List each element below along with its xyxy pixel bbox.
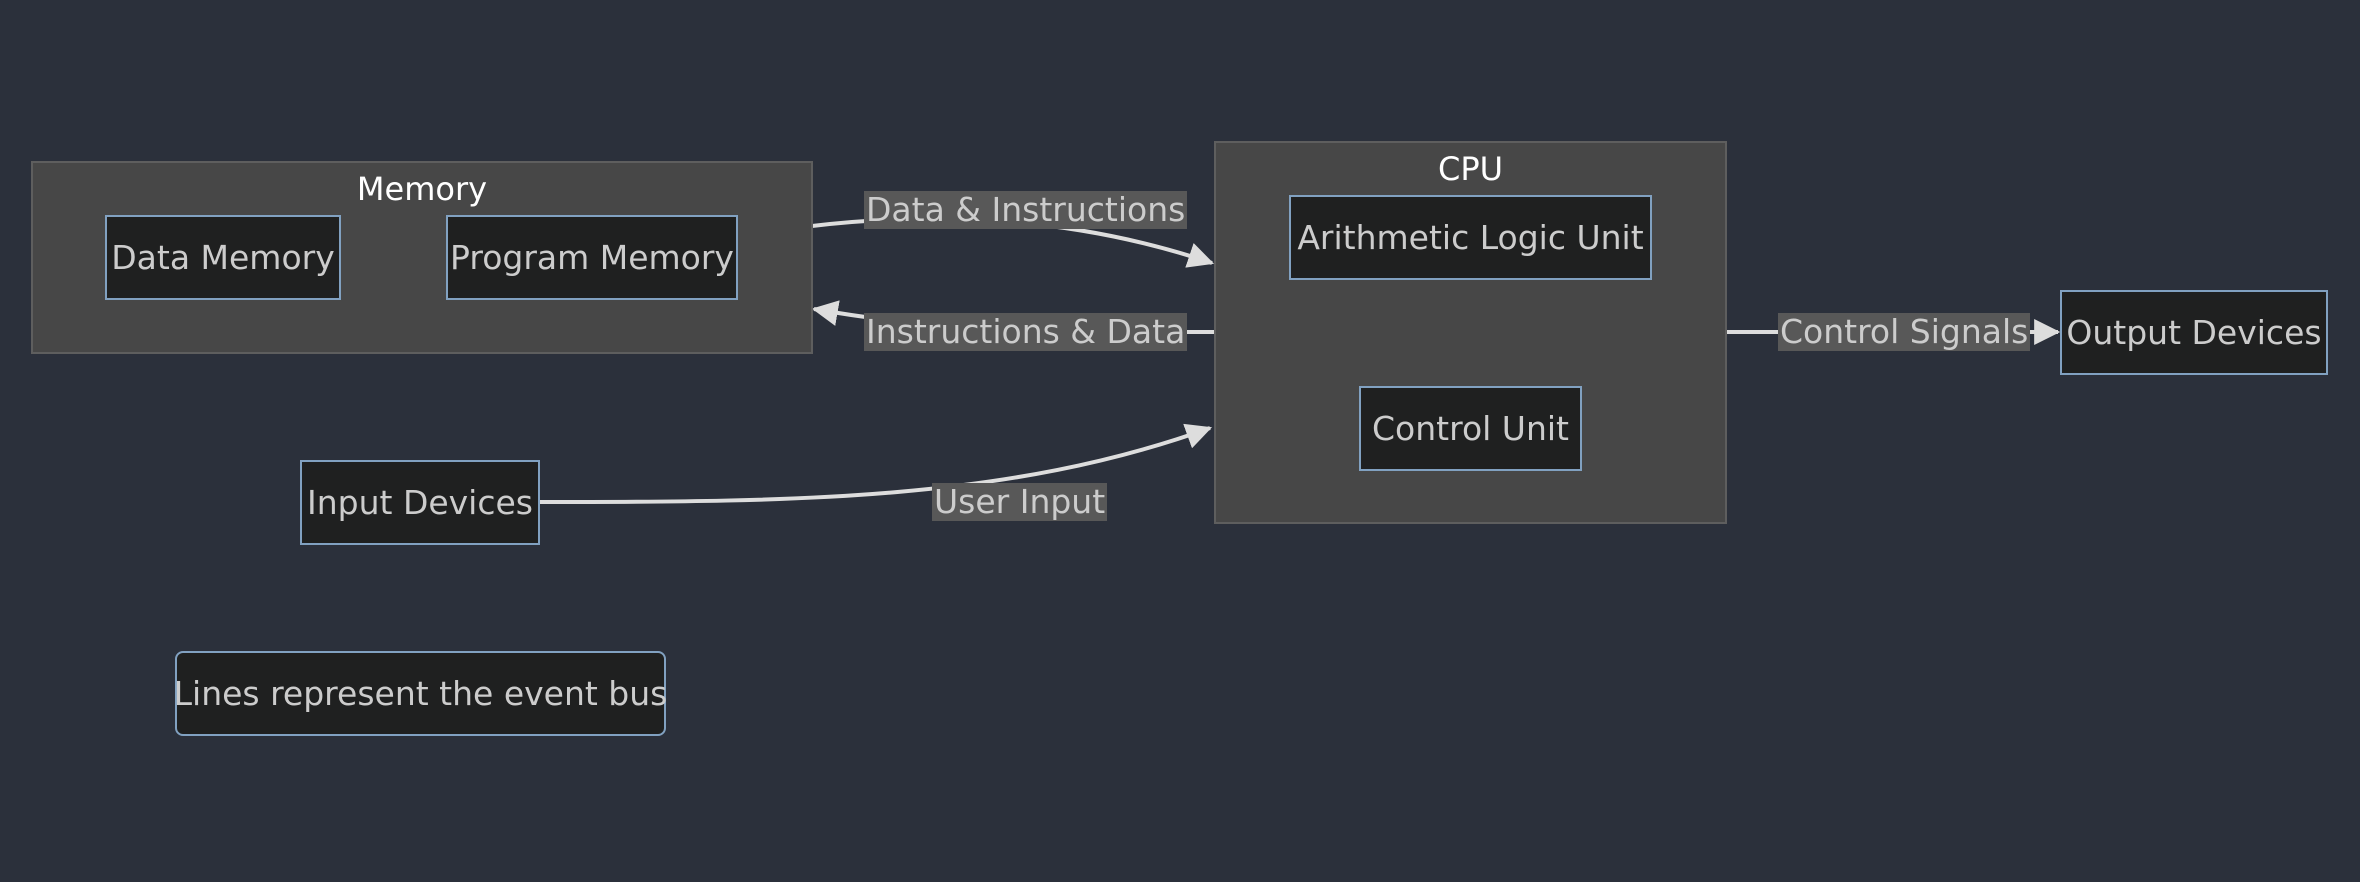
edge-label-user-input: User Input xyxy=(932,482,1108,521)
output-devices-node[interactable]: Output Devices xyxy=(2060,290,2328,375)
memory-cluster-title: Memory xyxy=(356,170,488,208)
edge-label-instructions-data: Instructions & Data xyxy=(864,312,1188,351)
control-unit-node[interactable]: Control Unit xyxy=(1359,386,1582,471)
program-memory-node[interactable]: Program Memory xyxy=(446,215,738,300)
event-bus-note: Lines represent the event bus xyxy=(174,651,667,736)
edge-label-control-signals: Control Signals xyxy=(1778,312,2031,351)
edge-label-data-instructions: Data & Instructions xyxy=(864,190,1188,229)
alu-node[interactable]: Arithmetic Logic Unit xyxy=(1289,195,1652,280)
data-memory-node[interactable]: Data Memory xyxy=(105,215,341,300)
edge-user-input xyxy=(539,423,1213,504)
cpu-cluster-title: CPU xyxy=(1437,150,1504,188)
input-devices-node[interactable]: Input Devices xyxy=(300,460,540,545)
